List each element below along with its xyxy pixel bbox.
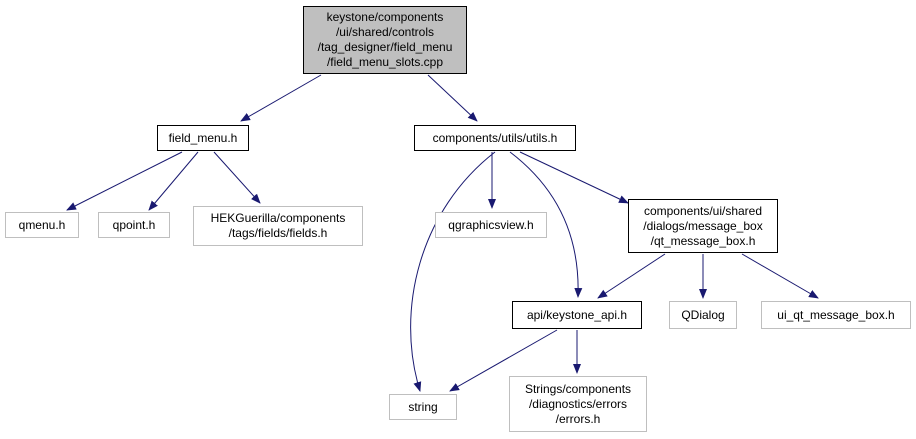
edge-field_menu_h-to-qmenu_h — [66, 151, 183, 211]
node-string: string — [389, 394, 457, 420]
node-keystone-api-h[interactable]: api/keystone_api.h — [512, 301, 642, 329]
edge-root-to-field_menu_h — [240, 74, 322, 122]
node-qgraphicsview-h: qgraphicsview.h — [435, 212, 547, 238]
edge-field_menu_h-to-qpoint_h — [148, 151, 199, 211]
node-label-line: Strings/components — [524, 381, 632, 396]
node-label-line: qpoint.h — [112, 217, 156, 232]
node-label-line: /field_menu_slots.cpp — [326, 55, 444, 69]
edge-utils_h-to-qt_message_box_h — [519, 151, 629, 204]
node-qdialog: QDialog — [669, 301, 737, 329]
edge-field_menu_h-to-fields_h — [213, 151, 261, 204]
edge-utils_h-to-string — [410, 151, 496, 392]
node-label-line: api/keystone_api.h — [526, 307, 628, 322]
node-label-line: components/ui/shared — [643, 203, 763, 218]
node-label-line: qmenu.h — [18, 217, 66, 232]
node-label-line: QDialog — [681, 307, 725, 322]
node-field-menu-h[interactable]: field_menu.h — [157, 125, 249, 151]
node-label-line: /ui/shared/controls — [335, 25, 435, 39]
node-label-line: /qt_message_box.h — [650, 233, 756, 248]
node-qpoint-h: qpoint.h — [98, 212, 170, 238]
node-label-line: /dialogs/message_box — [643, 218, 763, 233]
node-errors-h: Strings/components/diagnostics/errors/er… — [509, 376, 647, 432]
node-ui-qt-message-box-h: ui_qt_message_box.h — [761, 301, 911, 329]
node-fields-h: HEKGuerilla/components/tags/fields/field… — [193, 206, 363, 246]
edge-root-to-utils_h — [427, 74, 478, 122]
node-label-line: string — [408, 399, 438, 414]
node-label-line: /diagnostics/errors — [528, 396, 628, 411]
edge-utils_h-to-keystone_api_h — [509, 151, 583, 298]
edge-keystone_api_h-to-string — [449, 329, 558, 392]
node-label-line: components/utils/utils.h — [432, 130, 558, 145]
node-label-line: ui_qt_message_box.h — [777, 307, 895, 322]
node-qmenu-h: qmenu.h — [5, 212, 79, 238]
edges-layer — [66, 74, 819, 392]
node-label-line: qgraphicsview.h — [448, 217, 534, 232]
node-label-line: keystone/components — [326, 10, 444, 24]
node-utils-h[interactable]: components/utils/utils.h — [414, 125, 576, 151]
node-qt-message-box-h[interactable]: components/ui/shared/dialogs/message_box… — [628, 199, 778, 253]
node-label-line: /errors.h — [555, 411, 601, 426]
edge-qt_message_box_h-to-keystone_api_h — [597, 253, 666, 299]
node-root[interactable]: keystone/components/ui/shared/controls/t… — [303, 6, 467, 74]
edge-qt_message_box_h-to-ui_qt_message_box_h — [741, 253, 819, 299]
node-label-line: HEKGuerilla/components — [210, 211, 346, 225]
node-label-line: /tag_designer/field_menu — [317, 40, 453, 54]
node-label-line: /tags/fields/fields.h — [228, 226, 328, 240]
node-label-line: field_menu.h — [168, 130, 238, 145]
